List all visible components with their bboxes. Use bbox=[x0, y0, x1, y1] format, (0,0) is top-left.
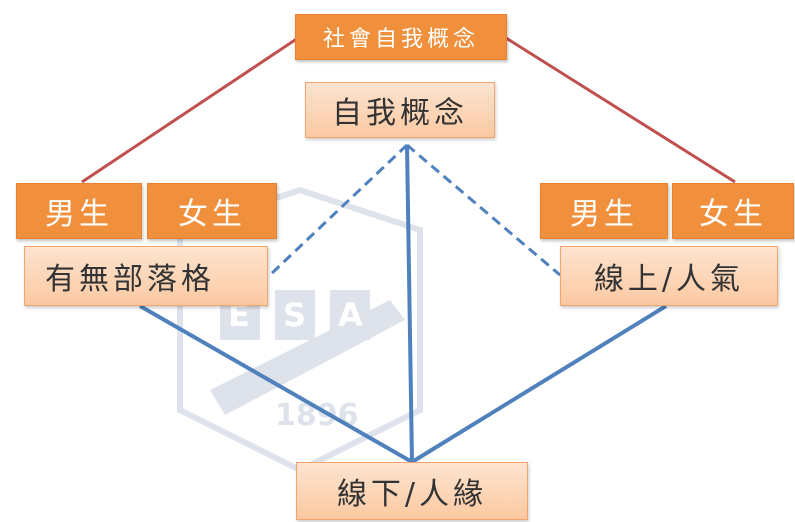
university-emblem-watermark: E S A 1896 bbox=[177, 186, 423, 474]
dashed-line-right bbox=[406, 143, 561, 277]
left-female-box: 女生 bbox=[147, 183, 277, 239]
right-female-box: 女生 bbox=[672, 183, 794, 239]
red-line-right bbox=[505, 36, 736, 184]
right-male-box: 男生 bbox=[540, 183, 668, 239]
offline-relationship-box: 線下/人緣 bbox=[296, 462, 528, 520]
self-concept-box: 自我概念 bbox=[305, 82, 495, 138]
blog-ownership-box: 有無部落格 bbox=[24, 246, 268, 306]
left-male-box: 男生 bbox=[16, 183, 142, 239]
red-line-left bbox=[81, 36, 299, 184]
blue-line-bottom-left bbox=[139, 304, 413, 464]
blue-line-center bbox=[405, 144, 414, 463]
svg-text:A: A bbox=[338, 296, 363, 334]
watermark-year: 1896 bbox=[275, 398, 359, 433]
online-popularity-box: 線上/人氣 bbox=[560, 246, 778, 306]
blue-line-bottom-right bbox=[410, 304, 668, 464]
svg-text:S: S bbox=[283, 296, 306, 334]
social-self-concept-box: 社會自我概念 bbox=[295, 14, 507, 60]
dashed-line-left bbox=[268, 143, 409, 277]
